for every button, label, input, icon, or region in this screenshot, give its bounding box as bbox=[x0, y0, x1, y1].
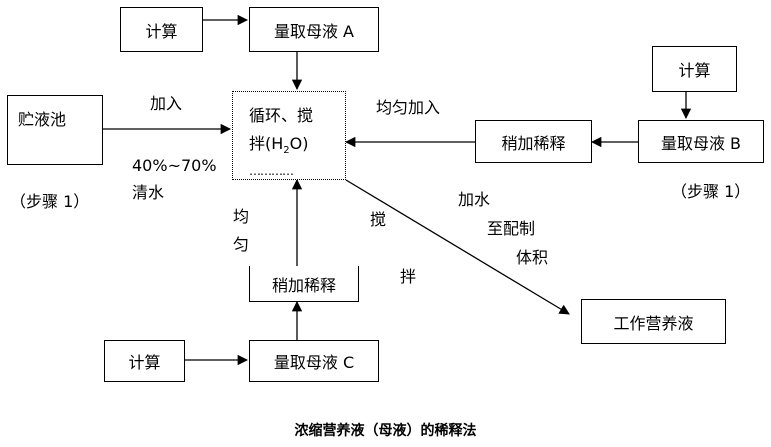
step-label-left: （步骤 1） bbox=[10, 192, 90, 211]
step-label-right: （步骤 1） bbox=[671, 182, 751, 201]
calc-c-box: 计算 bbox=[104, 340, 185, 382]
dilute-c-box: 稍加稀释 bbox=[249, 266, 359, 302]
measure-c-box: 量取母液 C bbox=[249, 340, 379, 382]
stir-label-1: 搅 bbox=[370, 210, 387, 229]
stir-label-2: 拌 bbox=[400, 267, 417, 286]
calc-a-box: 计算 bbox=[120, 7, 203, 52]
tank-label: 贮液池 bbox=[18, 110, 67, 129]
add-label: 加入 bbox=[150, 94, 183, 113]
even-add-label: 均匀加入 bbox=[376, 98, 441, 117]
mix-line-1: 循环、搅 bbox=[249, 106, 314, 125]
add-water-label-1: 加水 bbox=[458, 190, 491, 209]
diagram-caption: 浓缩营养液（母液）的稀释法 bbox=[294, 423, 477, 439]
measure-a-box: 量取母液 A bbox=[249, 7, 379, 52]
mix-line-2: 拌(H2O) bbox=[249, 134, 309, 157]
even-label: 均匀 bbox=[232, 207, 249, 254]
mix-box: 循环、搅 拌(H2O) ………… bbox=[232, 91, 346, 180]
arrow-mix-to-working bbox=[345, 179, 570, 315]
water-label: 清水 bbox=[132, 183, 165, 202]
calc-b-box: 计算 bbox=[652, 46, 737, 92]
dilute-b-box: 稍加稀释 bbox=[475, 120, 592, 163]
working-solution-box: 工作营养液 bbox=[581, 299, 726, 344]
add-water-label-2: 至配制 bbox=[487, 219, 536, 238]
tank-box: 贮液池 bbox=[7, 95, 103, 165]
measure-b-box: 量取母液 B bbox=[638, 120, 764, 163]
water-percent-label: 40%~70% bbox=[132, 156, 217, 175]
mix-line-3: ………… bbox=[249, 164, 294, 179]
add-water-label-3: 体积 bbox=[516, 248, 549, 267]
